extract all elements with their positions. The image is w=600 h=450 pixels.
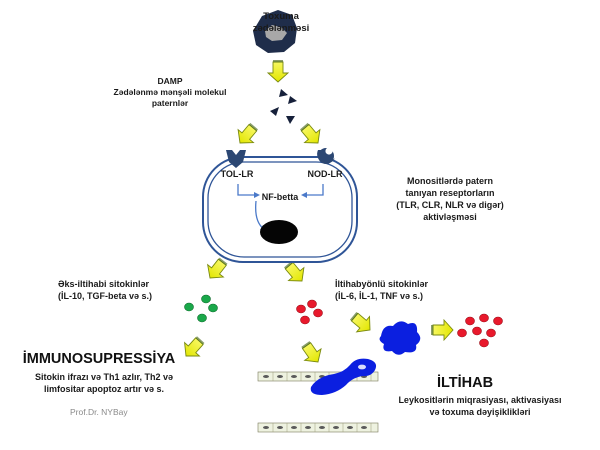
anti-line1: Əks-iltihabi sitokinlər [58, 279, 150, 289]
arrow-to-red-cytokines [430, 319, 454, 341]
released-cytokine-dots [457, 313, 503, 348]
injury-line2: zədələnməsi [252, 23, 310, 34]
damp-molecules-icon [270, 89, 297, 124]
immunosuppression-description: Sitokin ifrazı və Th1 azlır, Th2 və limf… [14, 371, 194, 395]
nod-lr-receptor-icon [317, 147, 335, 164]
injured-tissue-icon [253, 10, 297, 53]
injury-line1: Toxuma [263, 11, 299, 22]
monocyte-line3: (TLR, CLR, NLR və digər) [396, 200, 504, 210]
damp-line2: Zədələnmə mənşəli molekul [113, 87, 227, 97]
nucleus [260, 220, 298, 244]
monocyte-note: Monositlərdə patern tanıyan reseptorları… [380, 175, 520, 223]
anti-cytokines-label: Əks-iltihabi sitokinlər (İL-10, TGF-beta… [58, 278, 188, 302]
damp-label: DAMP Zədələnmə mənşəli molekul paternlər [105, 76, 235, 109]
immunosuppression-line2: limfositar apoptoz artır və s. [43, 384, 165, 394]
nf-kb-label: NF-betta [261, 192, 299, 202]
activated-leukocyte [379, 321, 421, 355]
author-signature: Prof.Dr. NYBay [70, 407, 128, 417]
endothelium-lower-layer [257, 422, 379, 433]
nod-lr-label: NOD-LR [307, 169, 343, 179]
anti-line2: (İL-10, TGF-beta və s.) [58, 291, 153, 301]
tol-lr-receptor-icon [226, 150, 246, 168]
arrow-to-leukocyte [346, 307, 377, 339]
arrow-to-endothelium [296, 337, 327, 369]
damp-line1: DAMP [157, 76, 183, 86]
monocyte-cell [202, 156, 358, 263]
arrow-damp-to-tlr [231, 119, 263, 150]
arrow-injury-to-damp [267, 59, 289, 83]
inflammation-line1: Leykositlərin miqrasiyası, aktivasiyası [398, 395, 562, 405]
injury-label: Toxuma zədələnməsi [236, 11, 326, 35]
inflammation-description: Leykositlərin miqrasiyası, aktivasiyası … [385, 394, 575, 418]
monocyte-line4: aktivləşməsi [423, 212, 477, 222]
tol-lr-label: TOL-LR [220, 169, 254, 179]
inflammation-title: İLTİHAB [436, 375, 494, 391]
pro-cytokines-label: İltihabyönlü sitokinlər (İL-6, İL-1, TNF… [335, 278, 475, 302]
monocyte-line1: Monositlərdə patern [406, 176, 493, 186]
endothelium-layer [257, 371, 379, 382]
pro-line1: İltihabyönlü sitokinlər [335, 279, 429, 289]
damp-line3: paternlər [151, 98, 189, 108]
immunosuppression-title: İMMUNOSUPRESSİYA [22, 351, 176, 367]
leukocyte-highlight [358, 364, 366, 370]
pro-inflammatory-cytokine-dots [296, 299, 323, 325]
inflammation-line2: və toxuma dəyişiklikləri [429, 407, 531, 417]
anti-inflammatory-cytokine-dots [184, 294, 218, 323]
arrow-damp-to-nod [295, 119, 327, 150]
pro-line2: (İL-6, İL-1, TNF və s.) [335, 291, 424, 301]
monocyte-line2: tanıyan reseptorların [405, 188, 495, 198]
immunosuppression-line1: Sitokin ifrazı və Th1 azlır, Th2 və [34, 372, 174, 382]
